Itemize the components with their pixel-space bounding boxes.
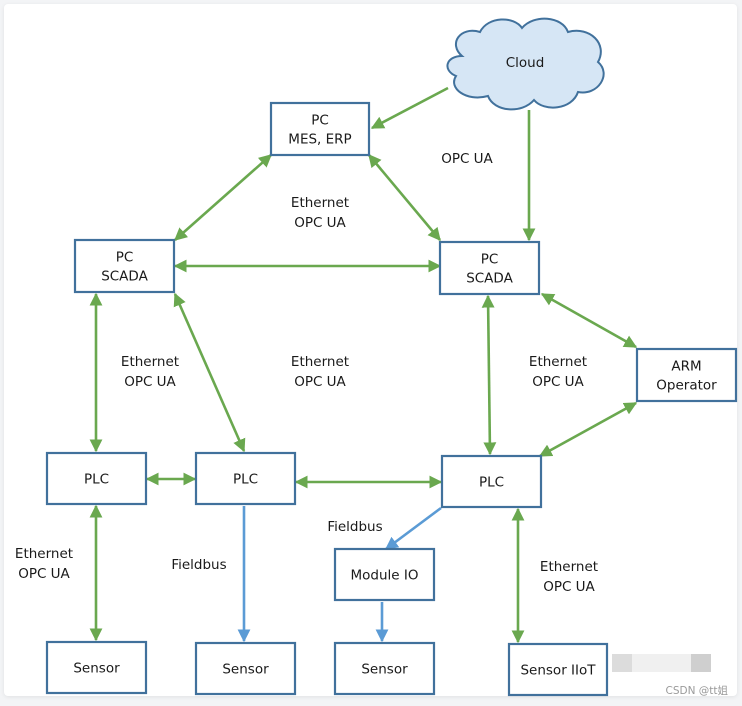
- node-label: SCADA: [466, 271, 513, 287]
- link-label-opc-ua-cloud: OPC UA: [441, 151, 493, 167]
- node-box: [440, 454, 543, 509]
- node-label: ARM: [671, 359, 701, 375]
- node-label: PC: [116, 250, 134, 266]
- node-label: MES, ERP: [288, 132, 351, 148]
- edge-pc-scada-left-to-plc-middle: [173, 292, 246, 453]
- node-label: PLC: [84, 472, 109, 488]
- node-box: [45, 640, 148, 695]
- link-label-text: Ethernet: [529, 354, 587, 370]
- link-label-text: OPC UA: [294, 374, 346, 390]
- node-box: [269, 101, 371, 157]
- node-sensor-iiot: Sensor IIoT: [507, 642, 609, 697]
- redacted-block: [612, 654, 632, 672]
- node-label: PC: [481, 252, 499, 268]
- link-label-fieldbus-right: Fieldbus: [327, 519, 382, 535]
- node-box: [73, 238, 176, 294]
- node-label: Sensor: [222, 662, 269, 678]
- link-label-text: Ethernet: [291, 195, 349, 211]
- node-box: [333, 547, 436, 602]
- link-label-text: Ethernet: [540, 559, 598, 575]
- node-pc-scada-right: PC SCADA: [438, 240, 541, 296]
- node-module-io: Module IO: [333, 547, 436, 602]
- node-box: [635, 347, 738, 403]
- cloud-shape: [446, 17, 605, 111]
- node-box: [194, 641, 297, 696]
- link-label-text: OPC UA: [441, 151, 493, 167]
- node-cloud: Cloud: [446, 17, 605, 111]
- edge-plc-right-to-module-io: [384, 506, 442, 551]
- node-label: Operator: [656, 378, 717, 394]
- node-label: SCADA: [101, 269, 148, 285]
- link-label-text: Ethernet: [15, 546, 73, 562]
- edge-cloud-to-pc-mes-erp: [370, 86, 449, 130]
- redacted-block: [632, 654, 692, 672]
- node-label: PLC: [479, 475, 504, 491]
- node-box: [507, 642, 609, 697]
- watermark: CSDN @tt姐: [665, 685, 728, 697]
- node-plc-middle: PLC: [194, 451, 297, 506]
- node-label: Cloud: [506, 55, 545, 71]
- edge-pc-mes-erp-to-pc-scada-left: [174, 154, 272, 241]
- link-label-fieldbus-middle: Fieldbus: [171, 557, 226, 573]
- edge-arm-operator-to-plc-right: [538, 401, 638, 458]
- link-label-text: OPC UA: [294, 215, 346, 231]
- node-box: [45, 451, 148, 506]
- node-box: [333, 641, 436, 696]
- link-label-text: OPC UA: [532, 374, 584, 390]
- link-label-text: Ethernet: [291, 354, 349, 370]
- node-label: Sensor IIoT: [520, 663, 596, 679]
- link-label-text: OPC UA: [18, 566, 70, 582]
- node-pc-mes-erp: PC MES, ERP: [269, 101, 371, 157]
- edge-pc-scada-right-to-plc-right: [481, 294, 497, 456]
- link-label-text: OPC UA: [543, 579, 595, 595]
- node-pc-scada-left: PC SCADA: [73, 238, 176, 294]
- node-label: Sensor: [361, 662, 408, 678]
- node-arm-operator: ARM Operator: [635, 347, 738, 403]
- node-plc-right: PLC: [440, 454, 543, 509]
- node-label: Module IO: [351, 568, 419, 584]
- link-label-text: Fieldbus: [171, 557, 226, 573]
- edges-layer: [89, 86, 638, 644]
- node-sensor-2: Sensor: [194, 641, 297, 696]
- node-sensor-3: Sensor: [333, 641, 436, 696]
- redacted-block: [691, 654, 711, 672]
- node-sensor-1: Sensor: [45, 640, 148, 695]
- node-label: PLC: [233, 472, 258, 488]
- link-label-text: OPC UA: [124, 374, 176, 390]
- node-plc-left: PLC: [45, 451, 148, 506]
- node-box: [194, 451, 297, 506]
- link-label-text: Ethernet: [121, 354, 179, 370]
- edge-pc-mes-erp-to-pc-scada-right: [368, 154, 441, 241]
- edge-pc-scada-right-to-arm-operator: [540, 292, 638, 349]
- node-label: Sensor: [73, 661, 120, 677]
- node-label: PC: [311, 113, 329, 129]
- node-box: [438, 240, 541, 296]
- link-label-text: Fieldbus: [327, 519, 382, 535]
